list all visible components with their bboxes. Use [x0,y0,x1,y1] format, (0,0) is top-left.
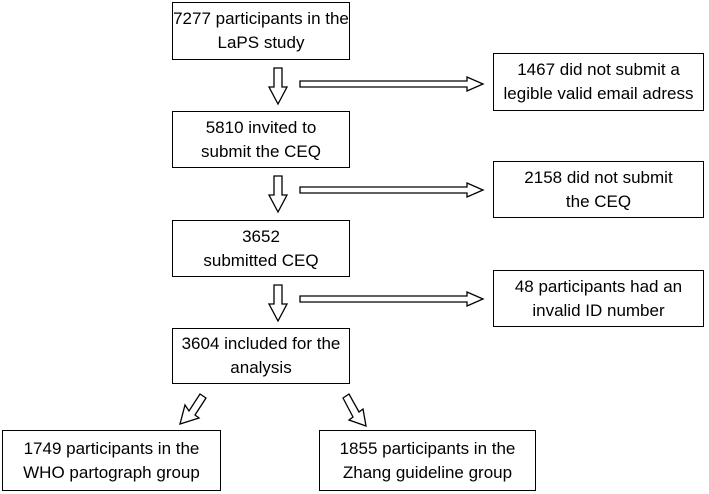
submitted-box: 3652 submitted CEQ [172,220,350,277]
no-email-text: 1467 did not submit a legible valid emai… [503,60,694,103]
right-arrow-1 [299,76,485,92]
invited-box: 5810 invited to submit the CEQ [172,111,350,168]
no-email-box: 1467 did not submit a legible valid emai… [493,53,704,111]
participants-text: 7277 participants in the LaPS study [173,9,349,52]
down-arrow-1 [267,67,289,106]
no-ceq-box: 2158 did not submit the CEQ [493,161,704,218]
diagonal-arrow-left [179,393,207,425]
who-group-box: 1749 participants in the WHO partograph … [2,430,221,491]
participants-box: 7277 participants in the LaPS study [172,2,350,60]
down-arrow-3 [267,284,289,323]
who-group-text: 1749 participants in the WHO partograph … [23,438,200,482]
no-ceq-text: 2158 did not submit the CEQ [524,167,673,211]
invalid-id-text: 48 participants had an invalid ID number [514,276,683,320]
down-arrow-2 [267,175,289,214]
zhang-group-box: 1855 participants in the Zhang guideline… [319,430,536,491]
submitted-text: 3652 submitted CEQ [203,226,319,270]
right-arrow-2 [299,182,485,198]
diagonal-arrow-right [342,393,367,427]
invited-text: 5810 invited to submit the CEQ [201,117,321,161]
included-text: 3604 included for the analysis [181,334,341,377]
included-box: 3604 included for the analysis [172,328,350,384]
zhang-group-text: 1855 participants in the Zhang guideline… [339,438,516,482]
right-arrow-3 [299,291,485,307]
invalid-id-box: 48 participants had an invalid ID number [493,270,704,327]
